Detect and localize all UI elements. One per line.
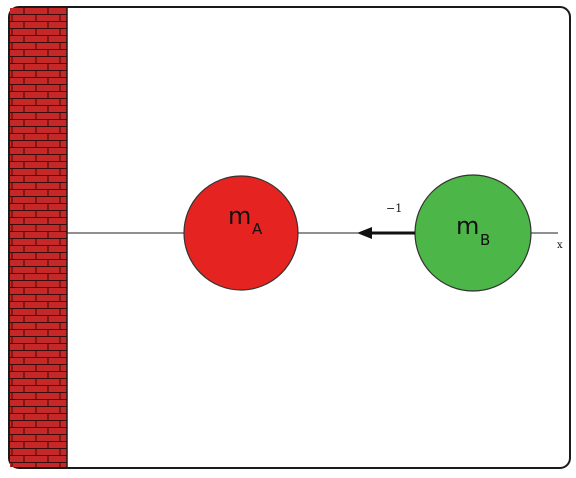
- ball-a: m A: [183, 175, 299, 291]
- ball-a-subscript: A: [252, 220, 263, 238]
- x-axis-label: x: [557, 240, 563, 251]
- velocity-label: −1: [386, 202, 402, 215]
- brick-wall: [10, 8, 68, 467]
- ball-b-subscript: B: [480, 231, 490, 249]
- velocity-arrow: [357, 227, 415, 239]
- ball-b-symbol: m: [456, 212, 479, 240]
- ball-a-symbol: m: [228, 202, 251, 230]
- ball-b: m B: [414, 174, 532, 292]
